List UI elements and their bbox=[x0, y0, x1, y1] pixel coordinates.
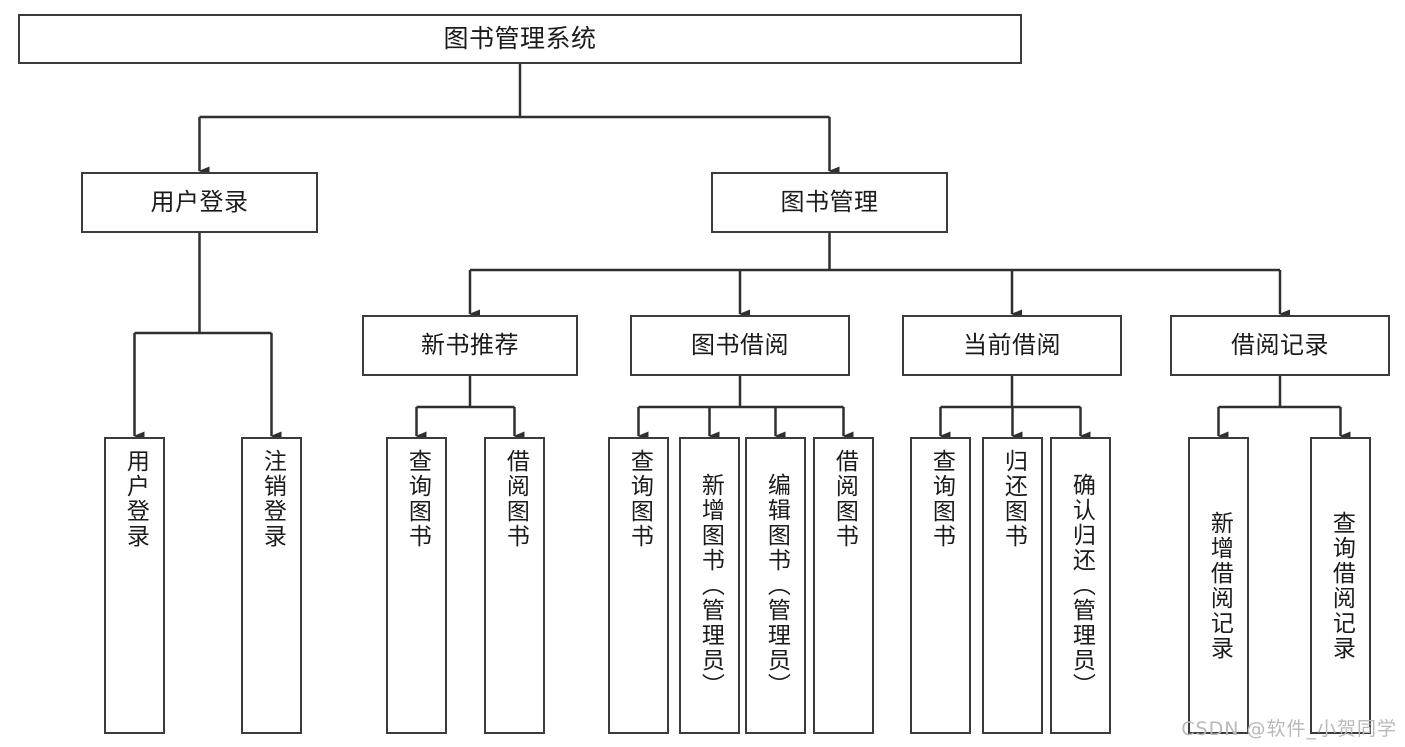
node-leaf-cb-confirm[interactable]: 确认归还（管理员） bbox=[1050, 437, 1111, 734]
node-leaf-user-logout[interactable]: 注销登录 bbox=[241, 437, 302, 734]
node-label-new-book-rec: 新书推荐 bbox=[421, 331, 519, 360]
node-label-leaf-cb-return: 归还图书 bbox=[1000, 449, 1027, 549]
node-leaf-bb-borrow[interactable]: 借阅图书 bbox=[813, 437, 874, 734]
node-user-login[interactable]: 用户登录 bbox=[81, 172, 318, 233]
node-label-leaf-rec-borrow: 借阅图书 bbox=[502, 449, 529, 549]
node-leaf-cb-query[interactable]: 查询图书 bbox=[910, 437, 971, 734]
node-label-leaf-user-login: 用户登录 bbox=[122, 449, 149, 549]
node-label-leaf-rec-query: 查询图书 bbox=[404, 449, 431, 549]
node-leaf-bb-query[interactable]: 查询图书 bbox=[608, 437, 669, 734]
watermark-text: CSDN @软件_小贺同学 bbox=[1181, 718, 1397, 740]
node-label-leaf-bb-add: 新增图书（管理员） bbox=[697, 473, 724, 698]
node-label-leaf-user-logout: 注销登录 bbox=[259, 449, 286, 549]
node-label-leaf-bb-borrow: 借阅图书 bbox=[831, 449, 858, 549]
node-label-leaf-bb-edit: 编辑图书（管理员） bbox=[763, 473, 790, 698]
node-leaf-user-login[interactable]: 用户登录 bbox=[104, 437, 165, 734]
edges bbox=[133, 64, 1351, 441]
node-label-current-borrow: 当前借阅 bbox=[963, 331, 1061, 360]
node-leaf-cb-return[interactable]: 归还图书 bbox=[982, 437, 1043, 734]
node-leaf-rec-query[interactable]: 查询图书 bbox=[386, 437, 447, 734]
node-borrow-record[interactable]: 借阅记录 bbox=[1170, 315, 1390, 376]
node-leaf-bb-edit[interactable]: 编辑图书（管理员） bbox=[745, 437, 806, 734]
node-current-borrow[interactable]: 当前借阅 bbox=[902, 315, 1122, 376]
node-label-root: 图书管理系统 bbox=[443, 24, 597, 54]
node-book-borrow[interactable]: 图书借阅 bbox=[630, 315, 850, 376]
node-label-leaf-cb-query: 查询图书 bbox=[928, 449, 955, 549]
node-label-book-manage: 图书管理 bbox=[780, 188, 879, 217]
node-new-book-rec[interactable]: 新书推荐 bbox=[362, 315, 578, 376]
node-label-leaf-br-query: 查询借阅记录 bbox=[1328, 510, 1355, 661]
node-label-user-login: 用户登录 bbox=[150, 188, 249, 217]
node-leaf-rec-borrow[interactable]: 借阅图书 bbox=[484, 437, 545, 734]
node-book-manage[interactable]: 图书管理 bbox=[711, 172, 948, 233]
node-label-leaf-br-add: 新增借阅记录 bbox=[1206, 510, 1233, 661]
node-label-book-borrow: 图书借阅 bbox=[691, 331, 789, 360]
node-label-leaf-bb-query: 查询图书 bbox=[626, 449, 653, 549]
node-leaf-br-query[interactable]: 查询借阅记录 bbox=[1310, 437, 1371, 734]
node-root[interactable]: 图书管理系统 bbox=[18, 14, 1022, 64]
node-label-leaf-cb-confirm: 确认归还（管理员） bbox=[1068, 473, 1095, 698]
node-leaf-br-add[interactable]: 新增借阅记录 bbox=[1188, 437, 1249, 734]
node-label-borrow-record: 借阅记录 bbox=[1231, 331, 1329, 360]
node-leaf-bb-add[interactable]: 新增图书（管理员） bbox=[679, 437, 740, 734]
